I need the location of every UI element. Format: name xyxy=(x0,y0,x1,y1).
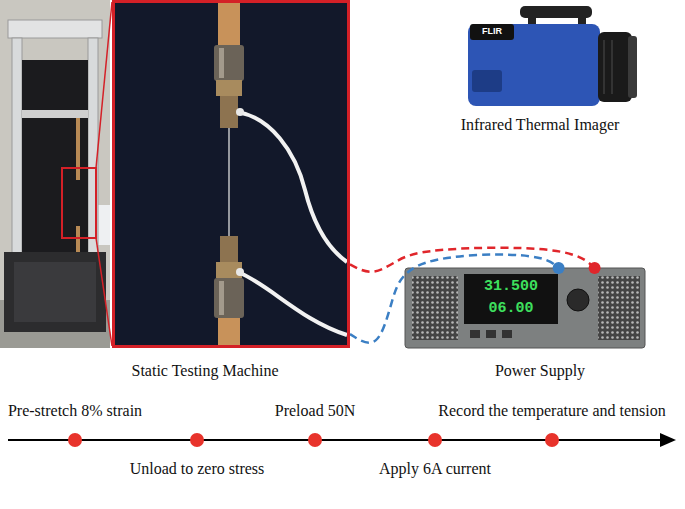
rod xyxy=(76,226,80,254)
inset-ground xyxy=(114,2,348,346)
step-dot xyxy=(308,433,322,447)
step-dot xyxy=(68,433,82,447)
timeline-arrowhead xyxy=(660,433,676,447)
button xyxy=(470,330,480,338)
clamp xyxy=(220,96,238,128)
grill xyxy=(598,276,640,340)
step-dot xyxy=(428,433,442,447)
zoom-line xyxy=(96,238,112,346)
lens-grip xyxy=(611,40,613,94)
inset-photo xyxy=(114,2,348,346)
step-dot xyxy=(190,433,204,447)
specimen-wire xyxy=(228,128,229,236)
step-label: Apply 6A current xyxy=(379,460,491,478)
cable-clip xyxy=(236,108,244,116)
base-cabinet xyxy=(4,252,106,332)
wall xyxy=(0,0,110,348)
thermal-camera xyxy=(468,6,637,106)
lens-ring xyxy=(628,36,637,98)
collar xyxy=(216,80,242,96)
step-dot xyxy=(545,433,559,447)
knob xyxy=(567,289,589,311)
lens xyxy=(598,32,632,102)
supply-body xyxy=(405,268,645,348)
cable xyxy=(238,272,347,335)
terminal-dot xyxy=(553,262,565,274)
upper-rod xyxy=(218,2,240,47)
thermal-imager: Infrared Thermal Imager xyxy=(455,2,640,114)
grill xyxy=(412,276,458,340)
cable xyxy=(238,112,347,262)
lens-grip xyxy=(603,40,605,94)
power-supply-unit xyxy=(405,268,645,348)
button xyxy=(486,330,496,338)
button xyxy=(502,330,512,338)
voltage-readout: 31.500 xyxy=(484,278,538,295)
zoom-marker xyxy=(62,168,96,238)
camera-body xyxy=(468,24,600,106)
step-label: Preload 50N xyxy=(275,402,355,420)
lower-grip xyxy=(214,278,244,318)
current-readout: 06.00 xyxy=(488,300,533,317)
timeline xyxy=(8,433,676,447)
display-panel xyxy=(464,274,558,324)
brand-logo: FLIR xyxy=(482,26,502,36)
column xyxy=(12,38,22,254)
cable-clip xyxy=(236,268,244,276)
grill-holes xyxy=(412,276,458,340)
timeline-axis xyxy=(8,439,662,441)
machine-photo xyxy=(0,0,112,348)
lower-rod xyxy=(218,318,240,346)
curtain xyxy=(22,60,88,252)
desk xyxy=(97,205,110,245)
grip-highlight xyxy=(219,48,224,78)
rod xyxy=(76,118,80,180)
crosshead xyxy=(8,20,102,38)
node-heading: Static Testing Machine xyxy=(132,362,279,380)
zoom-inset: Static Testing Machine xyxy=(112,0,350,348)
clamp xyxy=(220,236,238,264)
wire-connector xyxy=(350,255,559,343)
upper-grip xyxy=(214,45,244,81)
zoom-line xyxy=(96,2,112,168)
side-panel xyxy=(472,70,502,92)
moving-crosshead xyxy=(22,110,88,118)
cabinet-front xyxy=(14,262,96,322)
node-heading: Power Supply xyxy=(495,362,585,380)
step-label: Pre-stretch 8% strain xyxy=(8,402,142,420)
step-label: Unload to zero stress xyxy=(130,460,265,478)
grill-holes xyxy=(598,276,640,340)
node-heading: Infrared Thermal Imager xyxy=(461,116,620,134)
grip-highlight xyxy=(219,281,224,315)
terminal-dot xyxy=(589,262,601,274)
step-label: Record the temperature and tension xyxy=(438,402,665,420)
logo-patch xyxy=(470,24,514,40)
